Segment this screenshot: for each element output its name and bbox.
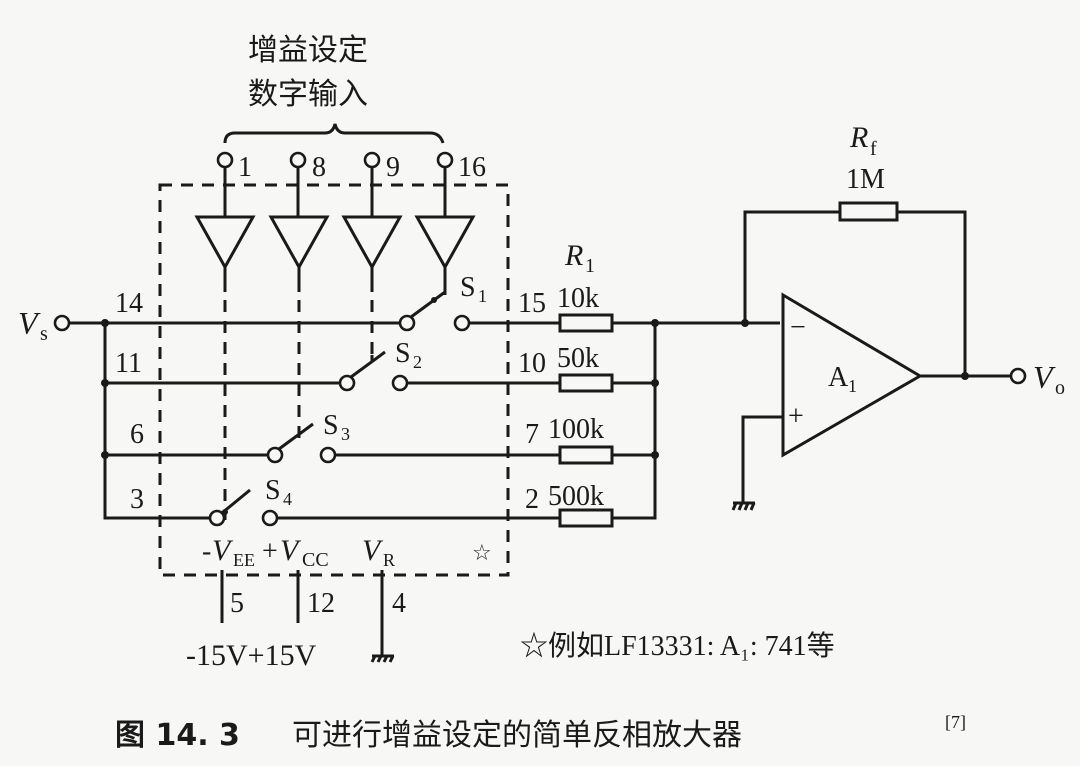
svg-text:R: R [383,550,395,570]
vo-sub: o [1055,377,1065,399]
r-value-2: 50k [557,343,599,374]
resistor-50k [558,373,614,393]
buffers [194,167,476,520]
resistor-500k [558,508,614,528]
svg-text:S: S [460,272,476,303]
svg-text:-: - [202,536,211,567]
r-value-3: 100k [548,414,604,445]
pin-out-s3: 7 [525,419,539,450]
star-icon: ☆ [472,541,492,566]
digital-pins: 1 8 9 16 [216,151,486,183]
caption-ref: [7] [945,712,966,732]
rf-value: 1M [846,164,885,195]
r1-label: R [564,239,583,272]
buffer-triangle [194,215,256,271]
pin-terminal[interactable] [216,151,234,169]
ground-icon [370,654,395,663]
digital-input-title-2: 数字输入 [248,77,368,112]
input-bus [103,323,210,520]
vs-terminal[interactable] [53,314,71,332]
buffer-triangle [341,215,403,271]
pin-out-s1: 15 [518,288,546,319]
r1-sub: 1 [585,255,595,277]
svg-text:EE: EE [233,550,255,570]
opamp-sub: 1 [848,376,857,396]
pin-out-s4: 2 [525,484,539,515]
input-brace [223,123,445,144]
vee-label: V [212,534,234,567]
vo-label: V [1033,359,1056,395]
pin-out-s2: 10 [518,348,546,379]
svg-text:CC: CC [302,549,329,571]
svg-text:S: S [323,410,339,441]
pin-4: 4 [392,588,406,619]
pin-in-s2: 11 [115,348,142,379]
pin-label: 1 [238,152,252,183]
vs-label: V [18,305,41,341]
buffer-triangle [268,215,330,271]
pin-12: 12 [307,588,335,619]
rf-label: R [849,121,868,154]
opamp-plus: + [788,401,804,432]
pin-terminal[interactable] [363,151,381,169]
caption-text: 可进行增益设定的简单反相放大器 [292,718,742,753]
opamp-minus: − [790,312,806,343]
resistor-rf [838,201,899,222]
buffer-triangle [414,215,476,271]
svg-text:+: + [262,536,278,567]
ic-boundary [158,183,510,577]
r-value-1: 10k [557,283,599,314]
pin-terminal[interactable] [289,151,307,169]
vr-label: V [362,534,384,567]
pin-terminal[interactable] [436,151,454,169]
svg-text:4: 4 [283,489,292,509]
supply-voltages: -15V+15V [186,639,317,672]
pin-in-s4: 3 [130,484,144,515]
svg-text:1: 1 [478,286,487,306]
vs-sub: s [40,323,48,345]
svg-text:3: 3 [341,424,350,444]
pin-label: 16 [458,152,486,183]
resistor-10k [558,313,614,333]
resistor-100k [558,445,614,465]
pin-label: 8 [312,152,326,183]
pin-5: 5 [230,588,244,619]
vo-terminal[interactable] [1009,367,1027,385]
vcc-label: V [280,534,302,567]
pin-in-s3: 6 [130,419,144,450]
pin-in-s1: 14 [115,288,143,319]
opamp-triangle [781,292,923,458]
svg-text:2: 2 [413,352,422,372]
ground-icon [731,501,756,511]
svg-text:S: S [265,475,281,506]
digital-input-title-1: 增益设定 [248,33,368,68]
r-value-4: 500k [548,481,604,512]
caption-number: 图 14. 3 [115,718,240,753]
footnote: ☆例如LF13331: A₁: 741等 [520,630,835,662]
opamp-label: A [828,362,849,393]
svg-text:S: S [395,338,411,369]
rf-sub: f [870,138,877,160]
pin-label: 9 [386,152,400,183]
